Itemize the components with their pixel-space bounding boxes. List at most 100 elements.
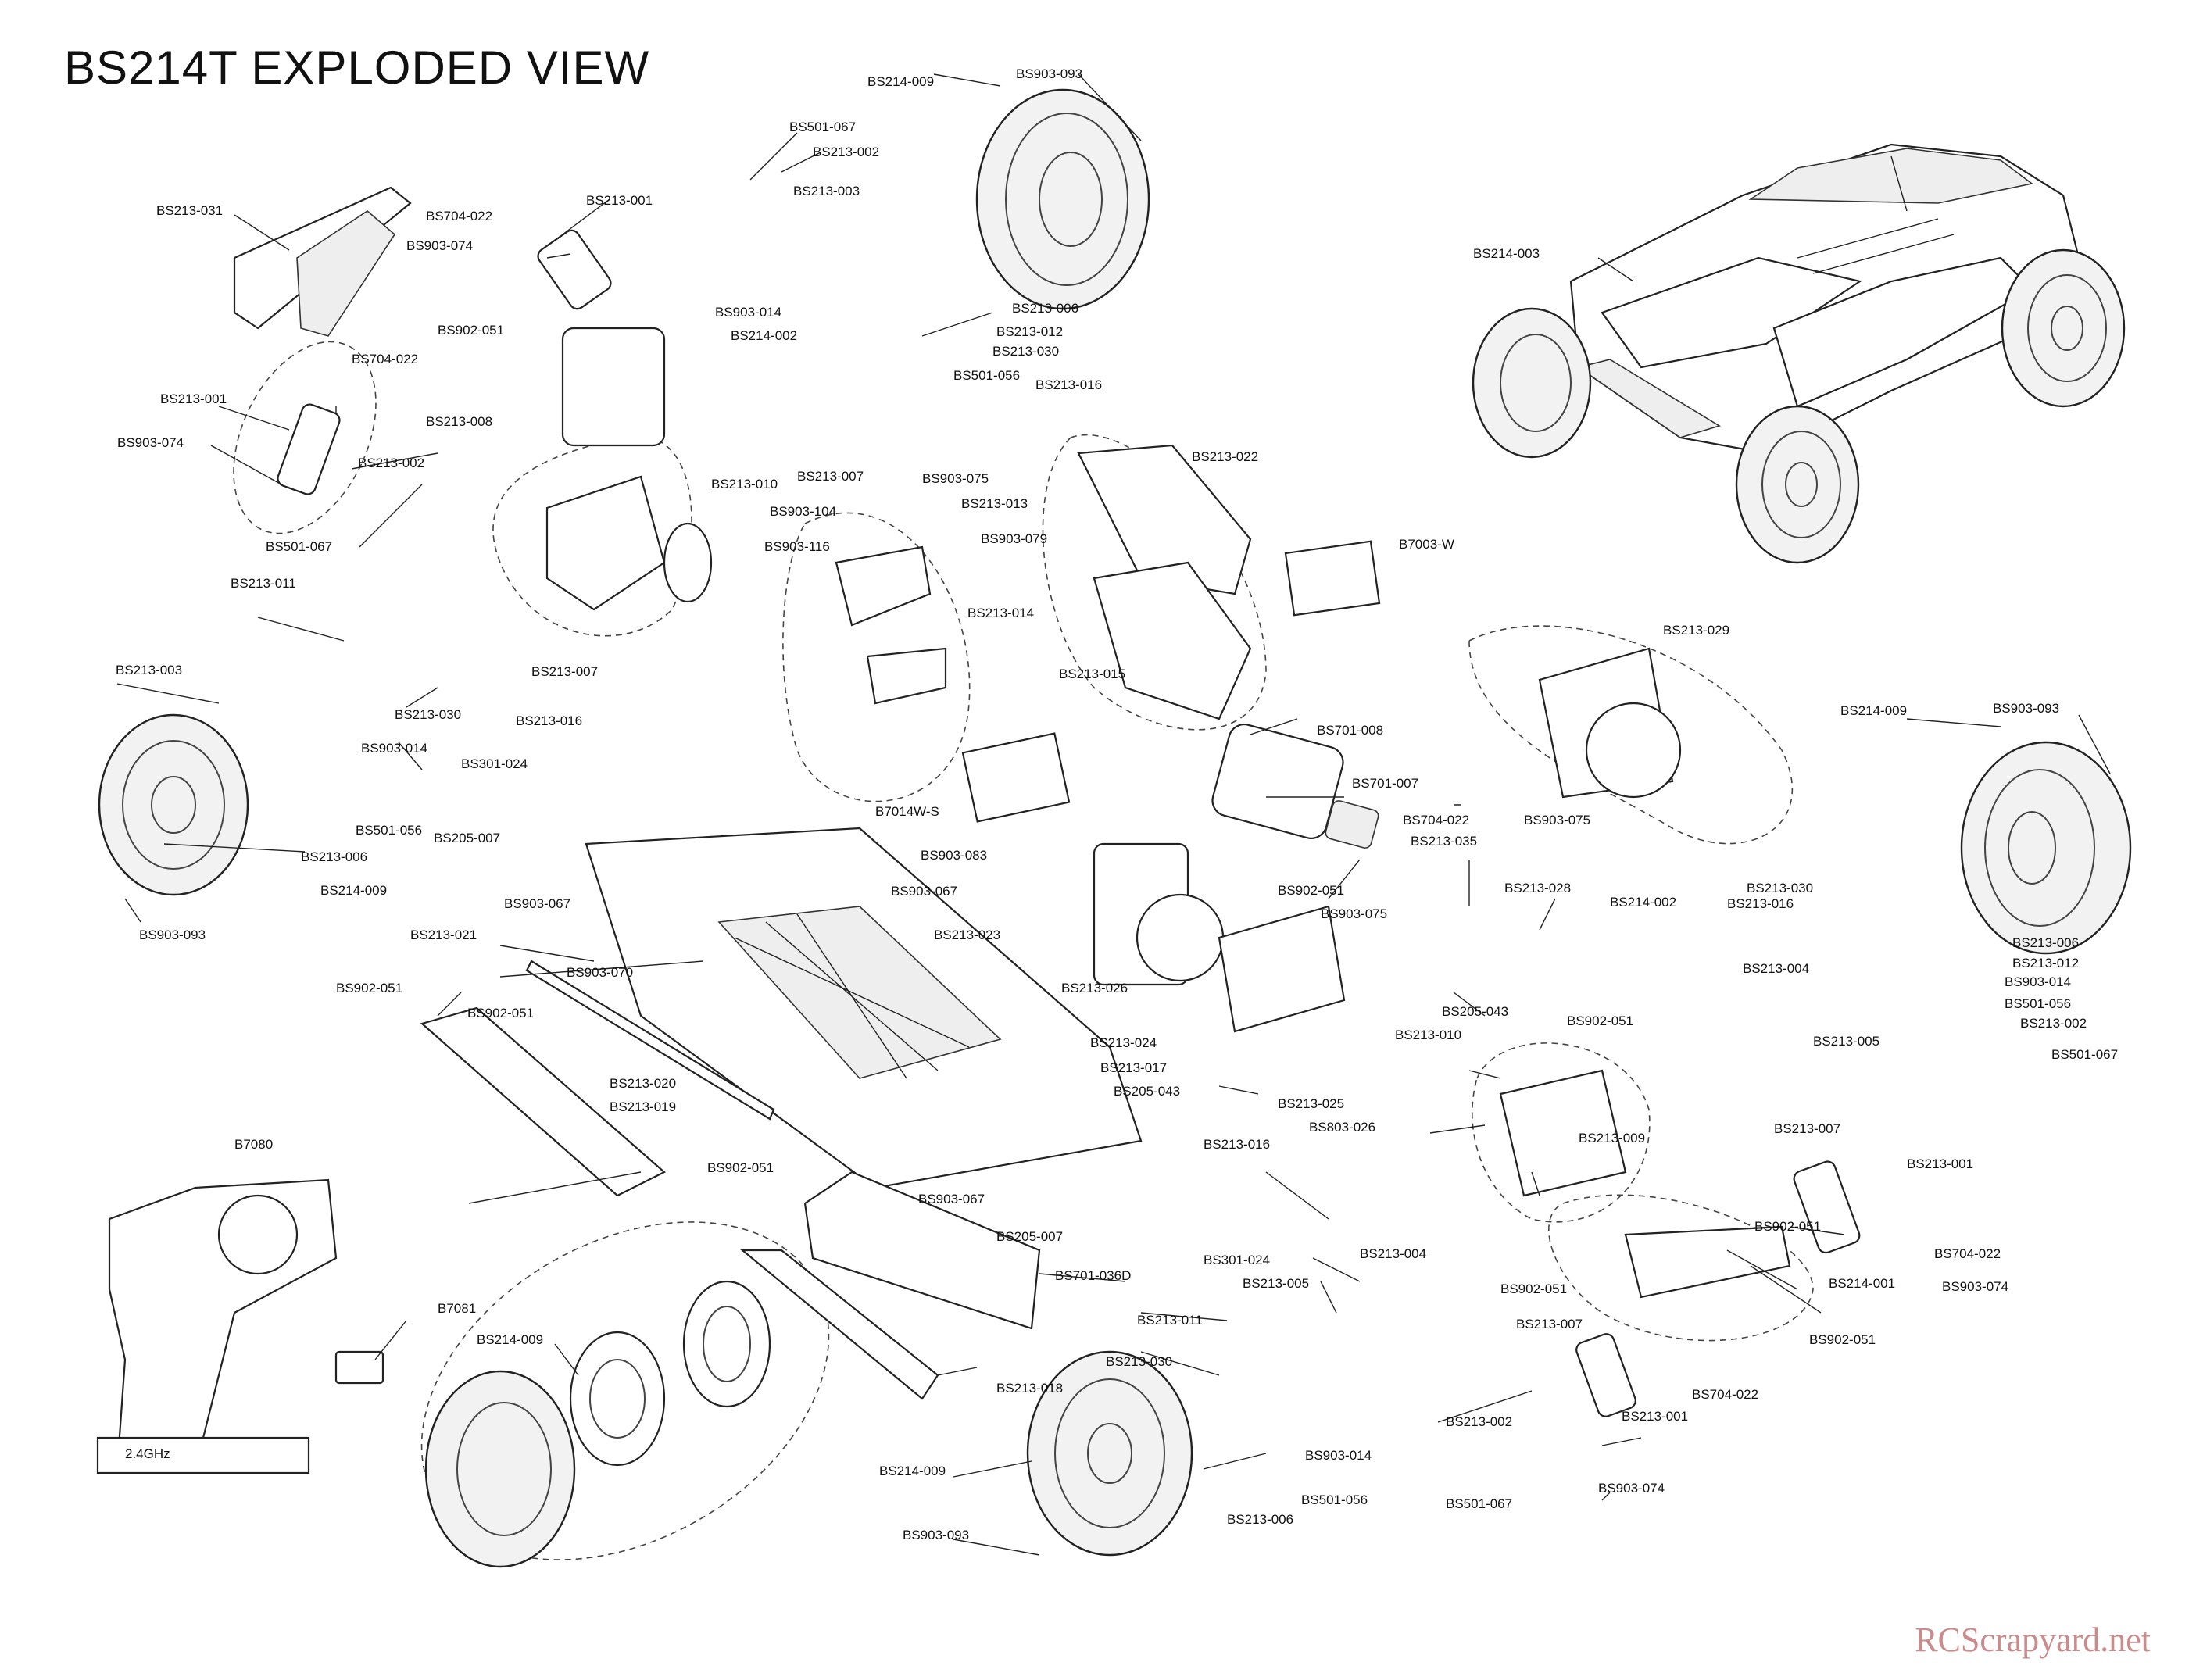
part-label: BS214-002 — [1610, 895, 1676, 910]
wheel-left — [98, 713, 249, 896]
part-label: BS902-051 — [1754, 1219, 1821, 1234]
part-label: BS213-006 — [2012, 935, 2079, 950]
part-label: BS213-029 — [1663, 623, 1729, 638]
part-label: BS213-016 — [1035, 377, 1102, 392]
part-label: BS213-030 — [1106, 1354, 1172, 1369]
part-label: BS213-002 — [358, 456, 424, 470]
part-label: BS213-007 — [531, 664, 598, 679]
part-label: BS213-022 — [1192, 449, 1258, 464]
motor — [1211, 724, 1379, 849]
part-label: BS803-026 — [1309, 1120, 1375, 1135]
part-label: BS213-035 — [1411, 834, 1477, 849]
part-label: BS213-025 — [1278, 1096, 1344, 1111]
part-label: BS903-074 — [1598, 1481, 1665, 1496]
part-label: BS213-006 — [1012, 301, 1078, 316]
part-label: BS903-067 — [891, 884, 957, 899]
part-label: BS903-116 — [764, 539, 830, 554]
part-label: BS213-015 — [1059, 667, 1125, 681]
part-label: BS301-024 — [461, 756, 528, 771]
part-label: BS213-005 — [1813, 1034, 1879, 1049]
part-label: BS205-043 — [1114, 1084, 1180, 1099]
part-label: BS213-016 — [516, 713, 582, 728]
shock-bottom — [1575, 1333, 1636, 1417]
steering-assembly — [782, 512, 971, 802]
wheel-right — [1960, 741, 2132, 955]
part-label: BS701-007 — [1352, 776, 1418, 791]
part-label: BS213-004 — [1360, 1246, 1426, 1261]
part-label: BS213-001 — [160, 391, 227, 406]
spur-gear-assembly — [1093, 842, 1346, 1033]
part-label: BS903-093 — [1993, 701, 2059, 716]
truck-wheel-front-right — [1735, 405, 1860, 564]
receiver — [334, 1350, 384, 1385]
part-label: BS903-093 — [139, 928, 206, 942]
part-label: BS704-022 — [426, 209, 492, 223]
part-label: BS903-070 — [567, 965, 633, 980]
part-label: BS213-013 — [961, 496, 1028, 511]
part-label: B7081 — [438, 1301, 476, 1316]
rear-gearbox — [1472, 1042, 1651, 1223]
part-label: BS213-016 — [1727, 896, 1794, 911]
part-label: BS213-012 — [2012, 956, 2079, 970]
part-label: BS213-004 — [1743, 961, 1809, 976]
part-label: BS214-003 — [1473, 246, 1540, 261]
part-label: BS213-011 — [1137, 1313, 1203, 1328]
part-label: BS214-002 — [731, 328, 797, 343]
part-label: BS214-001 — [1829, 1276, 1895, 1291]
part-label: BS501-056 — [1301, 1492, 1368, 1507]
part-label: BS902-051 — [1278, 883, 1344, 898]
part-label: BS213-026 — [1061, 981, 1128, 995]
transmission — [1468, 625, 1793, 845]
part-label: BS903-067 — [918, 1192, 985, 1206]
part-label: BS903-014 — [1305, 1448, 1372, 1463]
part-label: BS214-009 — [320, 883, 387, 898]
part-label: BS213-006 — [1227, 1512, 1293, 1527]
part-label: BS205-007 — [434, 831, 500, 845]
battery-pack — [803, 1171, 1041, 1330]
center-driveshaft — [525, 960, 775, 1121]
part-label: BS213-006 — [301, 849, 367, 864]
part-label: BS205-043 — [1442, 1004, 1508, 1019]
assembled-truck-illustration — [1569, 143, 2080, 455]
part-label: B7014W-S — [875, 804, 939, 819]
part-label: B7080 — [234, 1137, 273, 1152]
part-label: BS213-019 — [610, 1099, 676, 1114]
part-label: BS213-011 — [231, 576, 296, 591]
shock-left — [233, 341, 377, 534]
part-label: BS205-007 — [996, 1229, 1063, 1244]
part-label: BS213-014 — [967, 606, 1034, 620]
receiver-box — [1284, 540, 1381, 617]
part-label: BS903-067 — [504, 896, 570, 911]
part-label: BS902-051 — [1809, 1332, 1876, 1347]
part-label: BS501-067 — [266, 539, 332, 554]
part-label: BS213-017 — [1100, 1060, 1167, 1075]
part-label: BS301-024 — [1204, 1253, 1270, 1267]
wheel-bottom — [1026, 1350, 1193, 1557]
esc-unit — [961, 732, 1071, 823]
part-label: BS213-002 — [1446, 1414, 1512, 1429]
part-label: BS902-051 — [336, 981, 402, 995]
part-label: BS213-018 — [996, 1381, 1063, 1396]
part-label: BS903-075 — [1524, 813, 1590, 827]
part-label: BS501-067 — [2051, 1047, 2118, 1062]
part-label: BS903-083 — [921, 848, 987, 863]
part-label: BS903-104 — [770, 504, 836, 519]
part-label: BS213-009 — [1579, 1131, 1645, 1146]
part-label: BS903-093 — [903, 1528, 969, 1542]
part-label: BS213-003 — [116, 663, 182, 677]
transmitter: 2.4GHz — [96, 1178, 338, 1474]
part-label: BS704-022 — [352, 352, 418, 366]
transmitter-frequency-text: 2.4GHz — [125, 1446, 170, 1461]
shock-front-top — [537, 229, 612, 310]
part-label: BS213-028 — [1504, 881, 1571, 895]
part-label: BS903-093 — [1016, 66, 1082, 81]
part-label: BS704-022 — [1403, 813, 1469, 827]
leader-lines — [116, 73, 2111, 1556]
part-label: BS501-067 — [789, 120, 856, 134]
part-label: BS214-009 — [879, 1464, 946, 1478]
part-label: BS903-074 — [1942, 1279, 2008, 1294]
part-label: BS213-030 — [992, 344, 1059, 359]
part-label: BS501-056 — [356, 823, 422, 838]
part-label: BS213-016 — [1204, 1137, 1270, 1152]
